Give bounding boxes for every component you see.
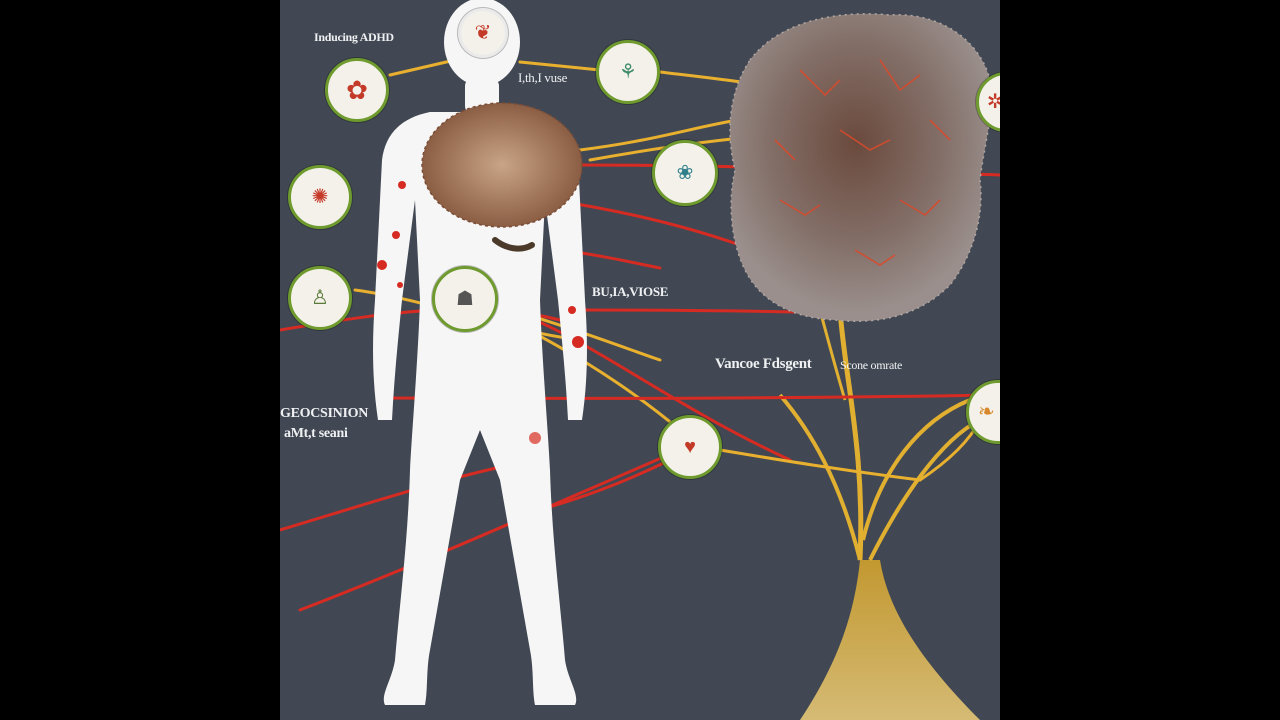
bacteria-icon: ✺	[311, 186, 329, 208]
tissue-mass	[729, 13, 993, 322]
brain-cluster	[421, 102, 583, 252]
person-node[interactable]: ♙	[288, 266, 352, 330]
cell-node-middle[interactable]: ❀	[652, 140, 718, 206]
body-spots	[377, 181, 584, 444]
label-left-b: aMt,t seani	[284, 426, 348, 441]
bacteria-node[interactable]: ✺	[288, 165, 352, 229]
label-center-right-b: Scone omrate	[840, 358, 903, 372]
gut-icon: ❧	[978, 401, 995, 423]
brain-node[interactable]: ❦	[458, 8, 508, 58]
label-near-head: I,th,I vuse	[518, 70, 568, 85]
label-mid-right: BU,IA,VIOSE	[592, 284, 669, 299]
lungs-icon: ☗	[456, 288, 474, 310]
cell-icon: ❀	[676, 162, 694, 184]
cell-node-top[interactable]: ⚘	[596, 40, 660, 104]
cell-icon: ⚘	[619, 61, 637, 83]
organ-node[interactable]: ✿	[325, 58, 389, 122]
virus-icon: ✲	[986, 91, 1000, 113]
infographic-canvas: ❦ ✿ ⚘ ❀ ✺ ♙ ☗ ♥ ✲ ❧ Inducing ADHD I,th,I…	[280, 0, 1000, 720]
heart-node[interactable]: ♥	[658, 415, 722, 479]
lungs-node[interactable]: ☗	[432, 266, 498, 332]
tree-trunk	[778, 309, 981, 720]
person-icon: ♙	[311, 287, 329, 309]
organ-icon: ✿	[346, 75, 368, 105]
diagram-graphics	[280, 0, 1000, 720]
label-top-left: Inducing ADHD	[314, 30, 394, 44]
label-left-a: GEOCSINION	[280, 406, 369, 421]
label-center-right-a: Vancoe Fdsgent	[715, 356, 812, 372]
brain-icon: ❦	[474, 22, 492, 44]
heart-icon: ♥	[684, 436, 696, 458]
